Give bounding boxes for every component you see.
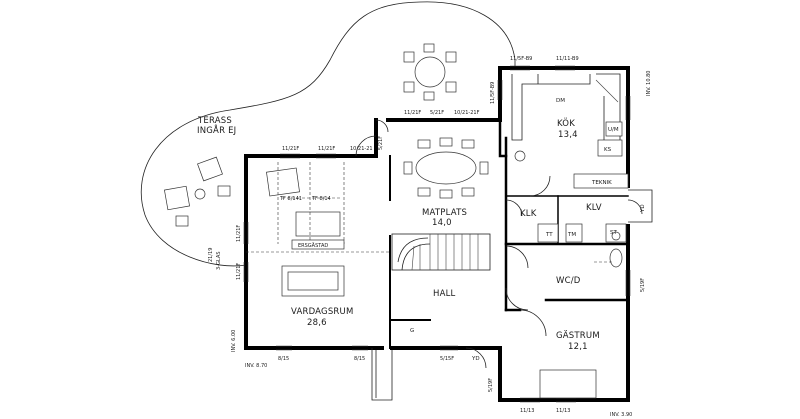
wcd-label: WC/D	[556, 276, 581, 286]
outdoor-table	[403, 43, 457, 101]
window-label: 11/5F-B9	[510, 56, 532, 62]
entry-porch	[371, 348, 393, 401]
tt-label: TT	[545, 232, 553, 238]
window-label: 5/21F	[430, 110, 444, 116]
window-label: 5/21F	[378, 136, 384, 150]
outer-walls	[244, 66, 630, 402]
window-label: 21/19	[208, 248, 214, 262]
klv-label: KLV	[586, 203, 602, 213]
g-label: G	[410, 328, 414, 334]
terrace-outline	[140, 1, 516, 267]
staircase	[391, 233, 491, 271]
st-label: ST	[610, 230, 617, 236]
window-label: 3-GLAS	[216, 251, 222, 270]
kitchen-stool	[514, 150, 526, 162]
window-label: 10/21-21F	[454, 110, 480, 116]
tf1-label: TF 8/141	[279, 196, 302, 202]
bathroom-fixtures	[537, 223, 627, 268]
window-label: 11/11-B9	[556, 56, 579, 62]
vardagsrum-label: VARDAGSRUM	[291, 307, 354, 317]
window-label: 10/21-21	[350, 146, 373, 152]
inv-870-label: INV. 8.70	[245, 363, 267, 369]
kitchen-cabinets	[511, 73, 629, 189]
window-label: 5/19F	[488, 378, 494, 392]
window-label: 8/15	[354, 356, 365, 362]
ks-label: KS	[604, 147, 612, 153]
window-label: 11/13	[556, 408, 570, 414]
window-label: 11/21F	[236, 225, 242, 242]
tm-label: TM	[567, 232, 576, 238]
window-label: 11/21F	[282, 146, 299, 152]
spec-labels: INV. 10.80 INV. 6.00 INV. 8.70 INV. 3.90…	[208, 56, 652, 418]
window-label: 11/21F	[236, 263, 242, 280]
guest-bed	[539, 369, 597, 399]
vardagsrum-area: 28,6	[307, 318, 327, 328]
room-labels: TERASS INGÅR EJ KÖK 13,4 MATPLATS 14,0 K…	[197, 116, 602, 352]
window-label: 5/19F	[640, 278, 646, 292]
teknik-label: TEKNIK	[591, 180, 612, 186]
yd2-label: YD	[471, 356, 480, 362]
side-entrance	[628, 189, 653, 223]
fixture-labels: DM U/M KS TEKNIK YD YD TT TM ST G TF 8/1…	[279, 98, 646, 362]
inv-390-label: INV. 3.90	[610, 412, 632, 418]
hall-label: HALL	[433, 289, 456, 299]
matplats-label: MATPLATS	[422, 208, 467, 218]
matplats-area: 14,0	[432, 218, 452, 228]
window-label: 11/13	[520, 408, 534, 414]
gastrum-area: 12,1	[568, 342, 588, 352]
terass-label: TERASS	[197, 116, 232, 126]
window-label: 8/15	[278, 356, 289, 362]
klk-label: KLK	[520, 209, 537, 219]
window-label: 11/21F	[318, 146, 335, 152]
tf2-label: TF 8/14	[311, 196, 331, 202]
inv-600-label: INV. 6.00	[231, 330, 237, 352]
yd-label: YD	[640, 204, 646, 213]
terass-note: INGÅR EJ	[197, 124, 236, 136]
inv-1080-label: INV. 10.80	[646, 71, 652, 96]
window-label: 11/21F	[404, 110, 421, 116]
dm-label: DM	[556, 98, 565, 104]
kok-area: 13,4	[558, 130, 578, 140]
door-swings	[355, 119, 643, 369]
window-label: 5/15F	[440, 356, 454, 362]
gastrum-label: GÄSTRUM	[556, 330, 600, 341]
um-label: U/M	[608, 127, 619, 133]
kok-label: KÖK	[557, 118, 575, 129]
terrace-furniture	[164, 156, 231, 227]
living-room-furniture	[246, 162, 390, 297]
dining-table	[403, 137, 489, 199]
window-label: 11/5F-B9	[490, 82, 496, 104]
eldstad-label: ERSGÄSTAD	[298, 242, 328, 249]
